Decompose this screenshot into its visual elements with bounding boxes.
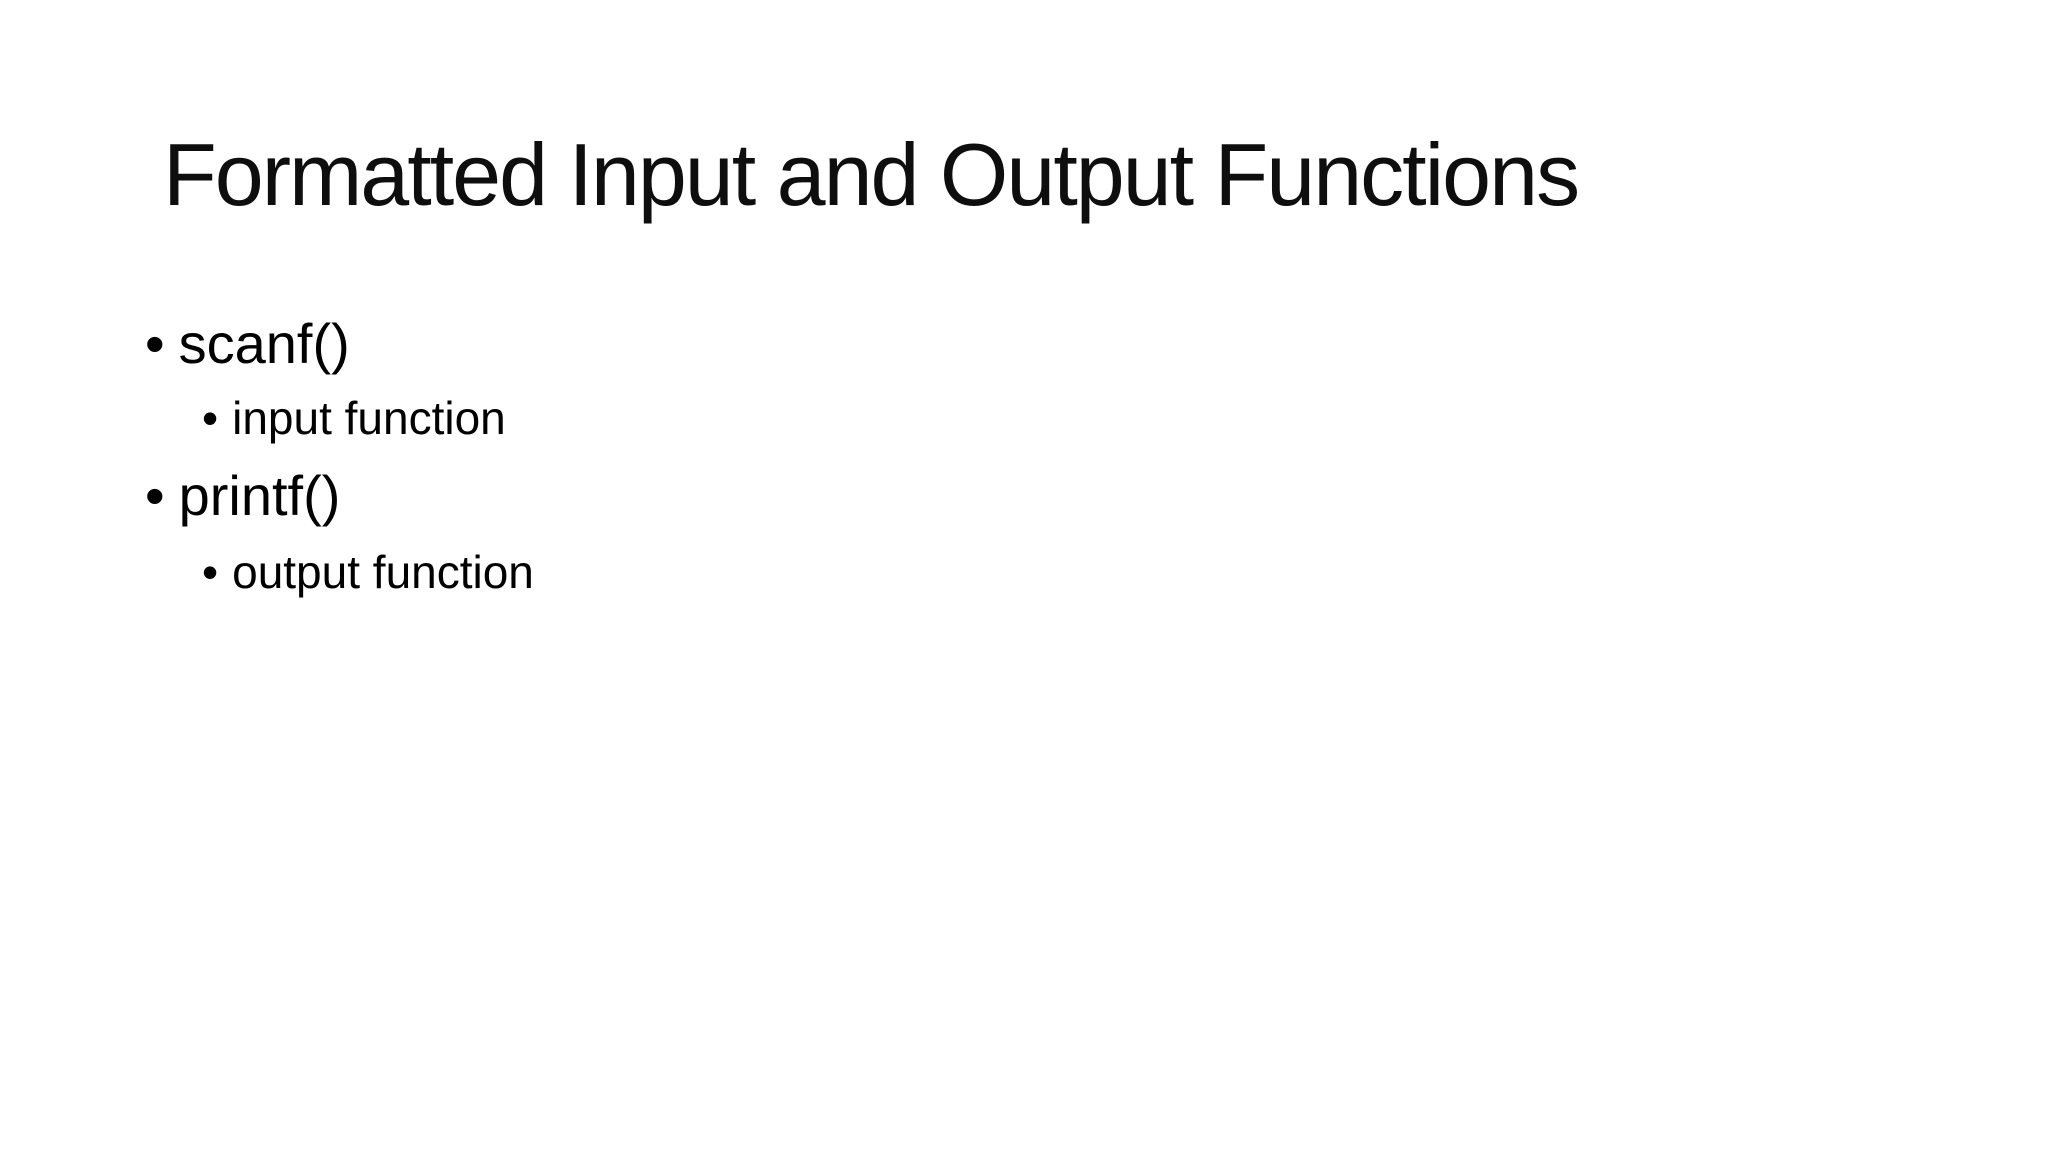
bullet-icon: • [202,546,219,598]
list-item-scanf: •scanf() [145,308,534,380]
list-item-output-function: •output function [145,536,534,608]
list-item-input-function: •input function [145,380,534,456]
list-item-printf: •printf() [145,456,534,536]
bullet-icon: • [202,392,219,444]
bullet-icon: • [145,312,165,375]
bullet-list: •scanf() •input function •printf() •outp… [145,308,534,608]
list-item-text: printf() [178,464,341,527]
bullet-icon: • [145,464,165,527]
list-item-text: input function [232,392,506,444]
list-item-text: scanf() [178,312,350,375]
list-item-text: output function [232,546,534,598]
slide-title: Formatted Input and Output Functions [163,125,1580,224]
